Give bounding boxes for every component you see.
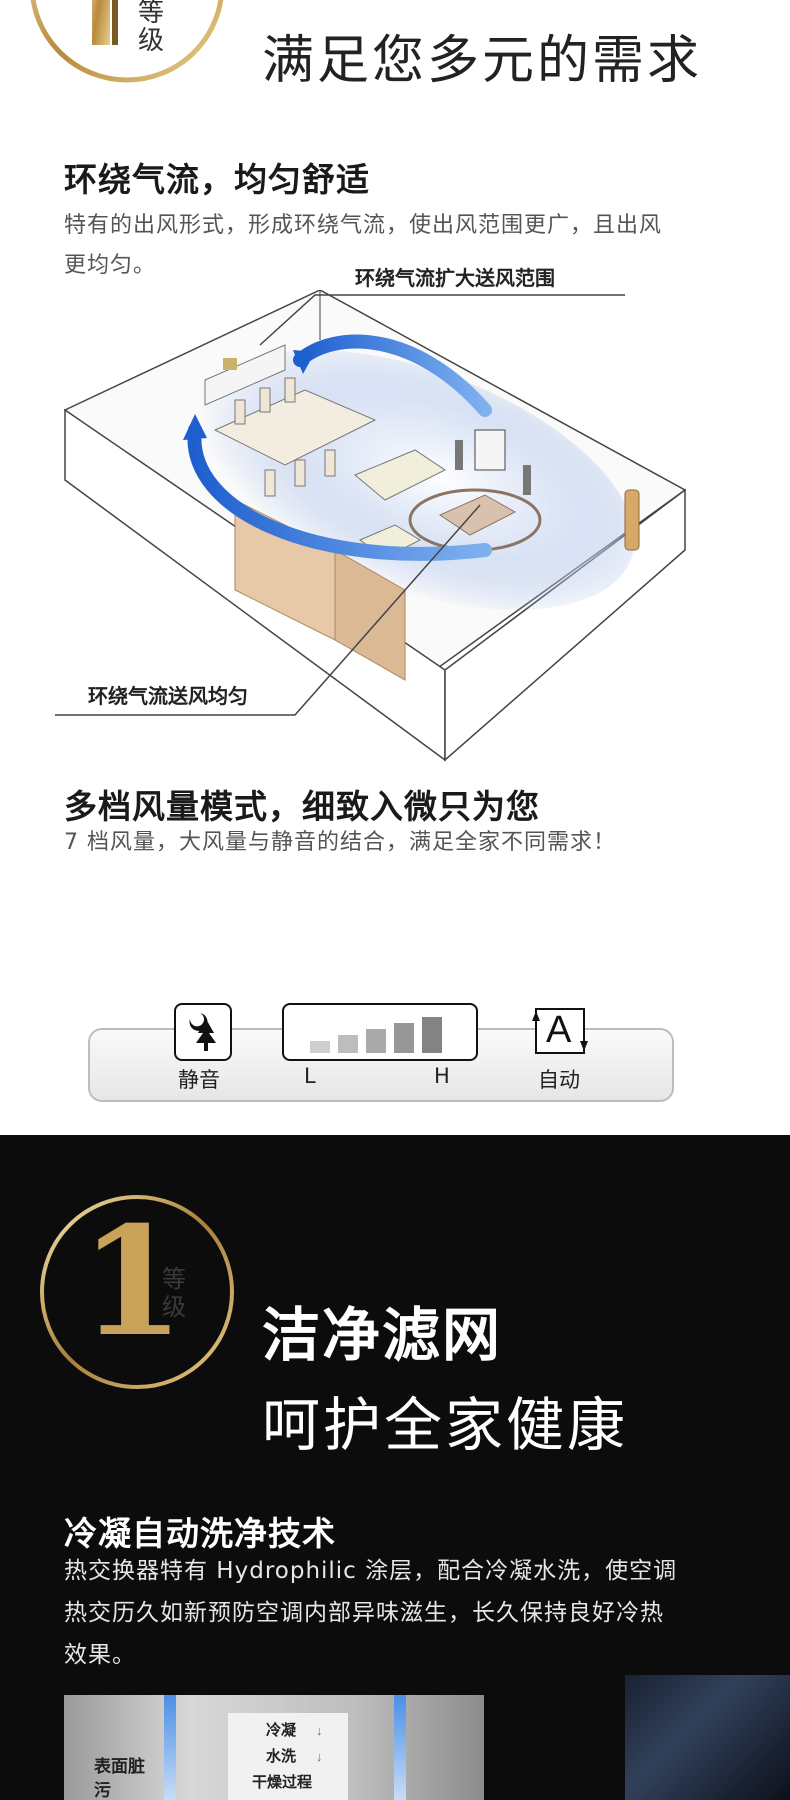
silent-mode-icon (174, 1003, 232, 1061)
silent-mode-label: 静音 (178, 1068, 220, 1092)
airflow-desc-line2: 更均匀。 (64, 253, 157, 278)
family-health-heading: 呵护全家健康 (262, 1391, 629, 1459)
auto-mode-icon-letter: A (546, 1009, 572, 1051)
water-stream-left (164, 1695, 176, 1800)
high-level-label: H (434, 1064, 450, 1088)
step-condense: 冷凝 (266, 1721, 297, 1739)
badge-top-char-1: 等 (138, 0, 165, 28)
clean-filter-heading: 洁净滤网 (262, 1301, 503, 1369)
auto-clean-desc: 热交换器特有 Hydrophilic 涂层，配合冷凝水洗，使空调热交历久如新预防… (64, 1558, 678, 1668)
clean-filter-section: 1 等级 洁净滤网 呵护全家健康 冷凝自动洗净技术 热交换器特有 Hydroph… (0, 1135, 790, 1800)
clean-steps-box: 冷凝 水洗 干燥过程 ↓ ↓ (228, 1713, 348, 1800)
grade-badge-top (30, 0, 224, 83)
badge-number: 1 (80, 1194, 185, 1370)
down-arrow-icon: ↓ (316, 1749, 323, 1764)
auto-mode-icon: A (530, 1003, 590, 1059)
badge-top-char-2: 级 (138, 26, 165, 56)
auto-mode-label: 自动 (538, 1068, 580, 1092)
room-airflow-illustration (55, 290, 687, 762)
page-heading: 满足您多元的需求 (262, 31, 703, 91)
auto-clean-title: 冷凝自动洗净技术 (64, 1514, 336, 1553)
airflow-title: 环绕气流，均匀舒适 (64, 160, 370, 199)
fan-level-bars-icon (282, 1003, 478, 1061)
badge-grade-text: 等级 (162, 1265, 186, 1321)
callout-expand-range: 环绕气流扩大送风范围 (355, 266, 555, 290)
top-section: 等 级 满足您多元的需求 环绕气流，均匀舒适 特有的出风形式，形成环绕气流，使出… (30, 0, 703, 1102)
heat-exchanger-image (625, 1675, 790, 1800)
low-level-label: L (304, 1064, 316, 1088)
callout-even-airflow: 环绕气流送风均匀 (88, 684, 248, 708)
dirty-surface-label: 表面脏污 (94, 1757, 145, 1800)
grade-badge (40, 1195, 234, 1389)
down-arrow-icon: ↓ (316, 1723, 323, 1738)
fan-speed-title: 多档风量模式，细致入微只为您 (64, 787, 540, 826)
water-stream-right (394, 1695, 406, 1800)
step-wash: 水洗 (266, 1747, 297, 1765)
clean-process-diagram: 表面脏污 冷凝 水洗 干燥过程 ↓ ↓ (64, 1695, 484, 1800)
step-dry: 干燥过程 (252, 1773, 313, 1791)
fan-speed-desc: 7 档风量，大风量与静音的结合，满足全家不同需求！ (64, 830, 616, 855)
airflow-desc-line1: 特有的出风形式，形成环绕气流，使出风范围更广，且出风 (64, 213, 663, 238)
